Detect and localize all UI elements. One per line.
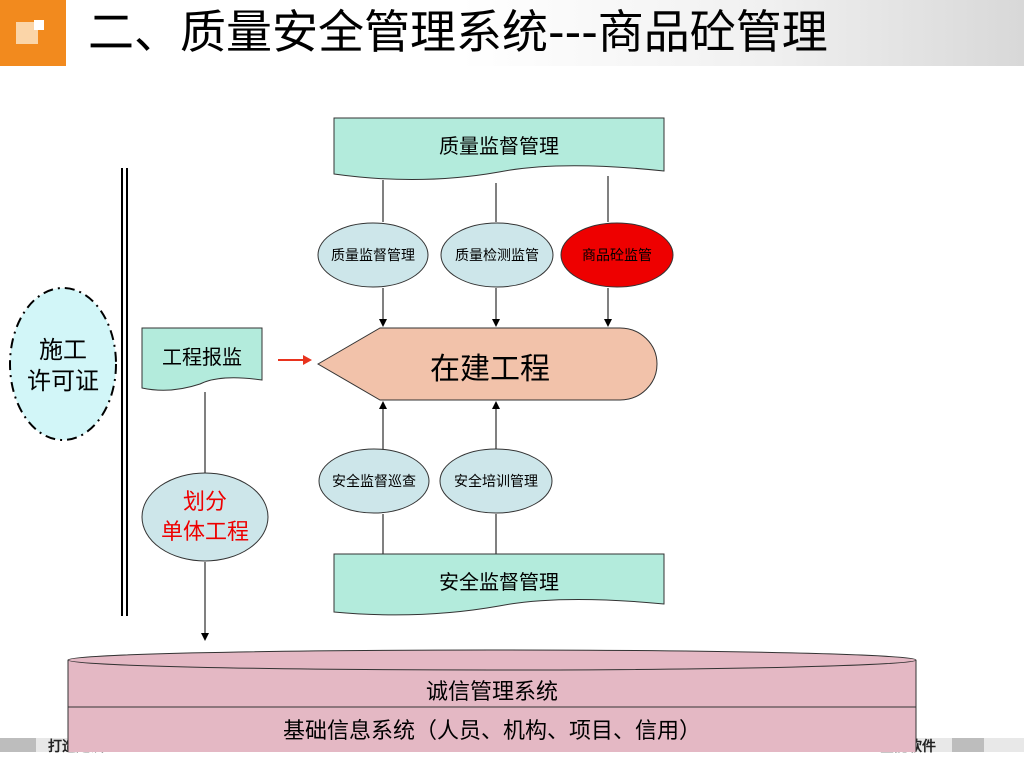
quality-doc-label: 质量监督管理	[439, 134, 559, 158]
ellipse-label-safety-training: 安全培训管理	[454, 474, 538, 490]
page-title: 二、质量安全管理系统---商品砼管理	[88, 5, 828, 59]
divide-label-line1: 划分	[182, 490, 227, 515]
header-bar	[0, 0, 1024, 66]
center-project-shape	[317, 327, 658, 401]
ellipse-label-quality-supervision: 质量监督管理	[331, 248, 415, 264]
footer-block-right	[952, 738, 984, 752]
safety-doc-shape	[333, 553, 665, 616]
report-doc-shape	[141, 327, 263, 391]
ellipse-label-quality-testing: 质量检测监管	[455, 248, 539, 264]
safety-doc-label: 安全监督管理	[439, 570, 559, 594]
db-bottom-label-overlay: 基础信息系统（人员、机构、项目、信用）	[282, 719, 701, 744]
ellipse-label-concrete-supervision: 商品砼监管	[582, 248, 652, 264]
db-top-ellipse	[67, 649, 917, 671]
logo-square	[0, 0, 66, 66]
ellipse-quality-supervision	[317, 222, 429, 288]
logo-inner-square	[16, 22, 38, 44]
permit-label-line2: 许可证	[27, 367, 99, 395]
permit-ellipse	[9, 287, 117, 441]
red-arrow-head	[303, 355, 312, 365]
divide-ellipse	[141, 472, 269, 562]
db-top-label: 诚信管理系统	[425, 680, 558, 705]
ellipse-safety-inspection	[318, 448, 430, 514]
divide-label-line2: 单体工程	[160, 520, 249, 545]
footer-block-left	[0, 738, 36, 752]
permit-label-line1: 施工	[39, 336, 87, 364]
ellipse-concrete-supervision	[560, 222, 674, 288]
quality-doc-shape	[333, 117, 665, 181]
ellipse-quality-testing	[440, 222, 554, 288]
report-doc-label: 工程报监	[162, 345, 242, 369]
center-project-label: 在建工程	[430, 352, 550, 387]
ellipse-label-safety-inspection: 安全监督巡查	[332, 474, 416, 490]
logo-accent-square	[34, 20, 44, 30]
ellipse-safety-training	[439, 448, 553, 514]
